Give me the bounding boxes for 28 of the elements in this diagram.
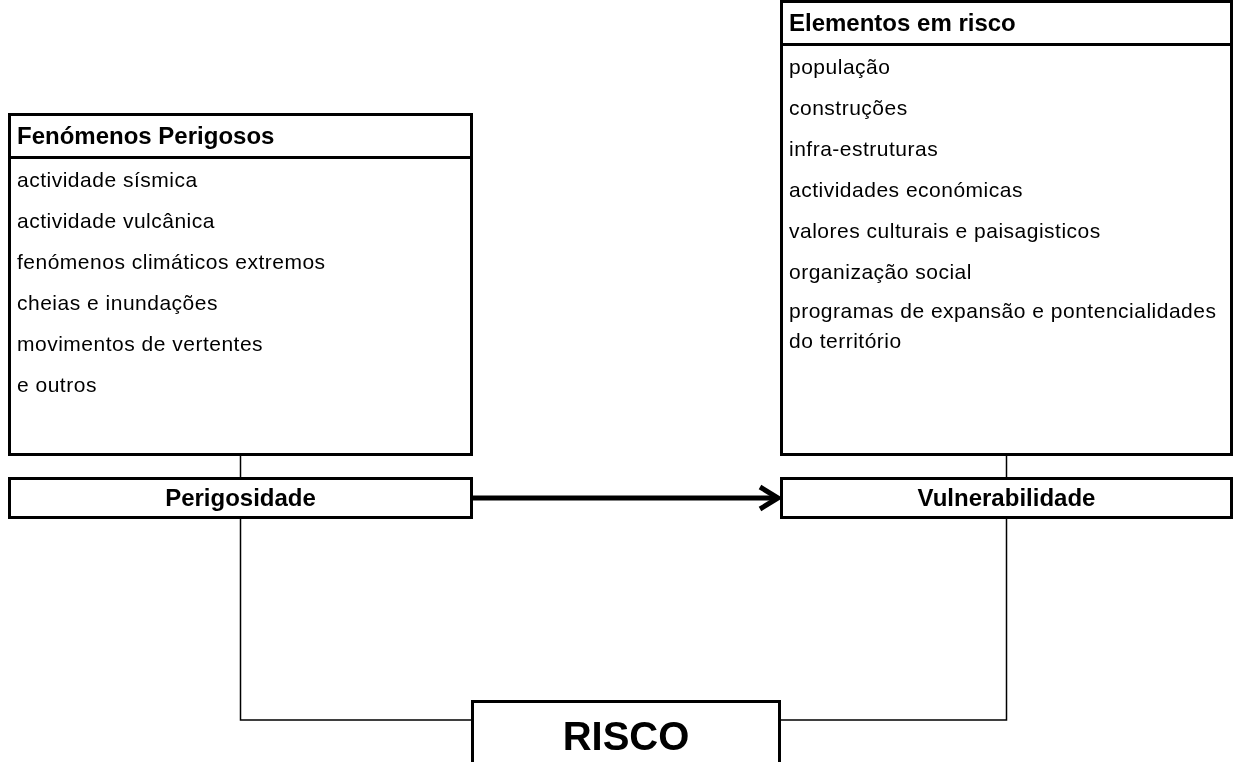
list-item: programas de expansão e pontencialidades do território bbox=[788, 298, 1218, 354]
list-item: actividades económicas bbox=[788, 177, 1024, 203]
connector-line bbox=[239, 518, 472, 721]
list-item: organização social bbox=[788, 259, 973, 285]
list-item: e outros bbox=[16, 372, 98, 398]
box-label: Perigosidade bbox=[165, 484, 316, 512]
arrow bbox=[473, 484, 781, 512]
connector-line bbox=[239, 455, 242, 478]
box-label: Vulnerabilidade bbox=[917, 484, 1096, 512]
box-heading: Fenómenos Perigosos bbox=[11, 116, 470, 159]
label-box bbox=[8, 477, 473, 519]
list-item: construções bbox=[788, 95, 909, 121]
list-box bbox=[780, 0, 1233, 456]
list-item: infra-estruturas bbox=[788, 136, 940, 162]
connector-line bbox=[780, 518, 1008, 721]
box-heading: Elementos em risco bbox=[783, 3, 1230, 46]
label-box bbox=[471, 700, 781, 762]
list-item: movimentos de vertentes bbox=[16, 331, 265, 357]
list-item: cheias e inundações bbox=[16, 290, 219, 316]
box-label: RISCO bbox=[562, 714, 690, 759]
list-item: actividade vulcânica bbox=[16, 208, 216, 234]
list-box bbox=[8, 113, 473, 456]
label-box bbox=[780, 477, 1233, 519]
list-item: actividade sísmica bbox=[16, 167, 199, 193]
list-item: fenómenos climáticos extremos bbox=[16, 249, 327, 275]
list-item: população bbox=[788, 54, 892, 80]
connector-line bbox=[1005, 455, 1008, 478]
list-item: valores culturais e paisagisticos bbox=[788, 218, 1102, 244]
